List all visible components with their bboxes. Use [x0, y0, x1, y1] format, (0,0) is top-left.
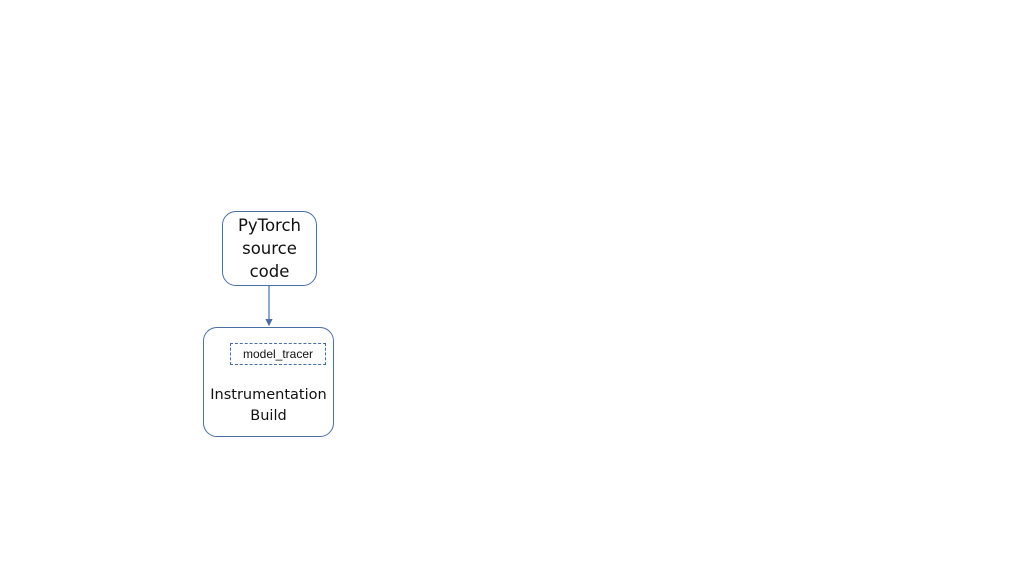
instrumentation-build-label: Instrumentation Build — [204, 385, 333, 427]
pytorch-source-node: PyTorch source code — [222, 211, 317, 286]
model-tracer-box: model_tracer — [230, 343, 326, 365]
build-label-line1: Instrumentation — [210, 387, 327, 403]
pytorch-source-label: PyTorch source code — [237, 216, 302, 281]
model-tracer-label: model_tracer — [242, 347, 314, 361]
build-label-line2: Build — [250, 408, 287, 424]
